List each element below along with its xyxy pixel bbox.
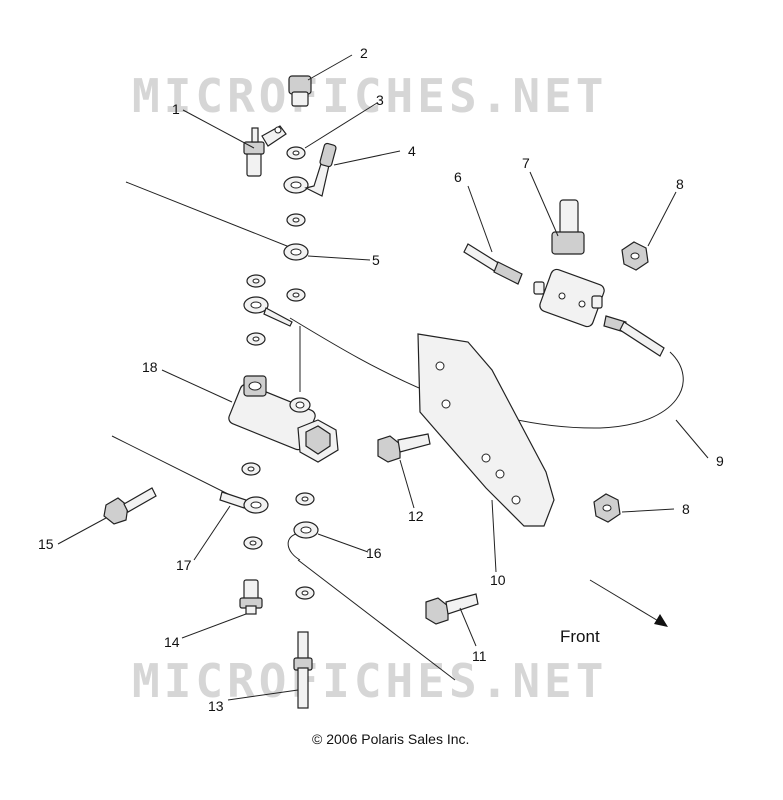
part-17-banjo-fitting <box>219 491 269 514</box>
part-2-banjo-bolt <box>288 75 312 107</box>
callout-14: 14 <box>164 634 180 650</box>
banjo-fitting-mid <box>243 296 293 327</box>
part-4-banjo-hose-fitting <box>283 142 337 197</box>
brake-line-end-fitting <box>603 315 665 357</box>
callout-9: 9 <box>716 453 724 469</box>
callout-2: 2 <box>360 45 368 61</box>
part-13-adapter-fitting <box>293 631 313 709</box>
callout-7: 7 <box>522 155 530 171</box>
part-6-brake-line-fitting <box>463 243 523 285</box>
arrow-head-icon <box>654 614 668 627</box>
part-10-mounting-bracket <box>417 333 555 527</box>
part-16-banjo-bent-tube <box>287 521 319 561</box>
front-label: Front <box>560 627 600 646</box>
washers <box>241 146 315 600</box>
part-15-bolt <box>103 487 157 525</box>
brake-line-upper <box>125 181 293 249</box>
part-14-bleeder-screw <box>239 579 263 615</box>
part-12-bolt <box>377 433 431 463</box>
part-1-pressure-switch <box>243 125 287 177</box>
callout-18: 18 <box>142 359 158 375</box>
callout-labels: 1 2 3 4 5 6 7 8 8 9 10 11 12 13 14 15 16… <box>38 45 724 714</box>
callout-12: 12 <box>408 508 424 524</box>
callout-3: 3 <box>376 92 384 108</box>
watermark-bottom: MICROFICHES.NET <box>132 654 607 708</box>
part-8-nut-upper <box>621 241 649 271</box>
copyright-text: © 2006 Polaris Sales Inc. <box>312 731 469 747</box>
part-11-bolt <box>425 593 479 625</box>
brake-line-main <box>289 317 684 429</box>
leader-lines <box>57 54 709 701</box>
part-8-nut-lower <box>593 493 621 523</box>
part-18-proportioning-valve <box>228 375 339 463</box>
brake-line-lower-left <box>111 435 241 501</box>
callout-10: 10 <box>490 572 506 588</box>
callout-15: 15 <box>38 536 54 552</box>
callout-16: 16 <box>366 545 382 561</box>
callout-1: 1 <box>172 101 180 117</box>
callout-8-lower: 8 <box>682 501 690 517</box>
callout-5: 5 <box>372 252 380 268</box>
callout-17: 17 <box>176 557 192 573</box>
brake-line-lower-right <box>297 559 456 681</box>
front-direction-arrow: Front <box>560 579 668 646</box>
callout-8-upper: 8 <box>676 176 684 192</box>
part-5-banjo-fitting <box>283 243 309 261</box>
callout-13: 13 <box>208 698 224 714</box>
callout-4: 4 <box>408 143 416 159</box>
watermark-top: MICROFICHES.NET <box>132 69 607 123</box>
part-7-valve-block <box>533 199 605 328</box>
callout-6: 6 <box>454 169 462 185</box>
callout-11: 11 <box>472 648 487 664</box>
